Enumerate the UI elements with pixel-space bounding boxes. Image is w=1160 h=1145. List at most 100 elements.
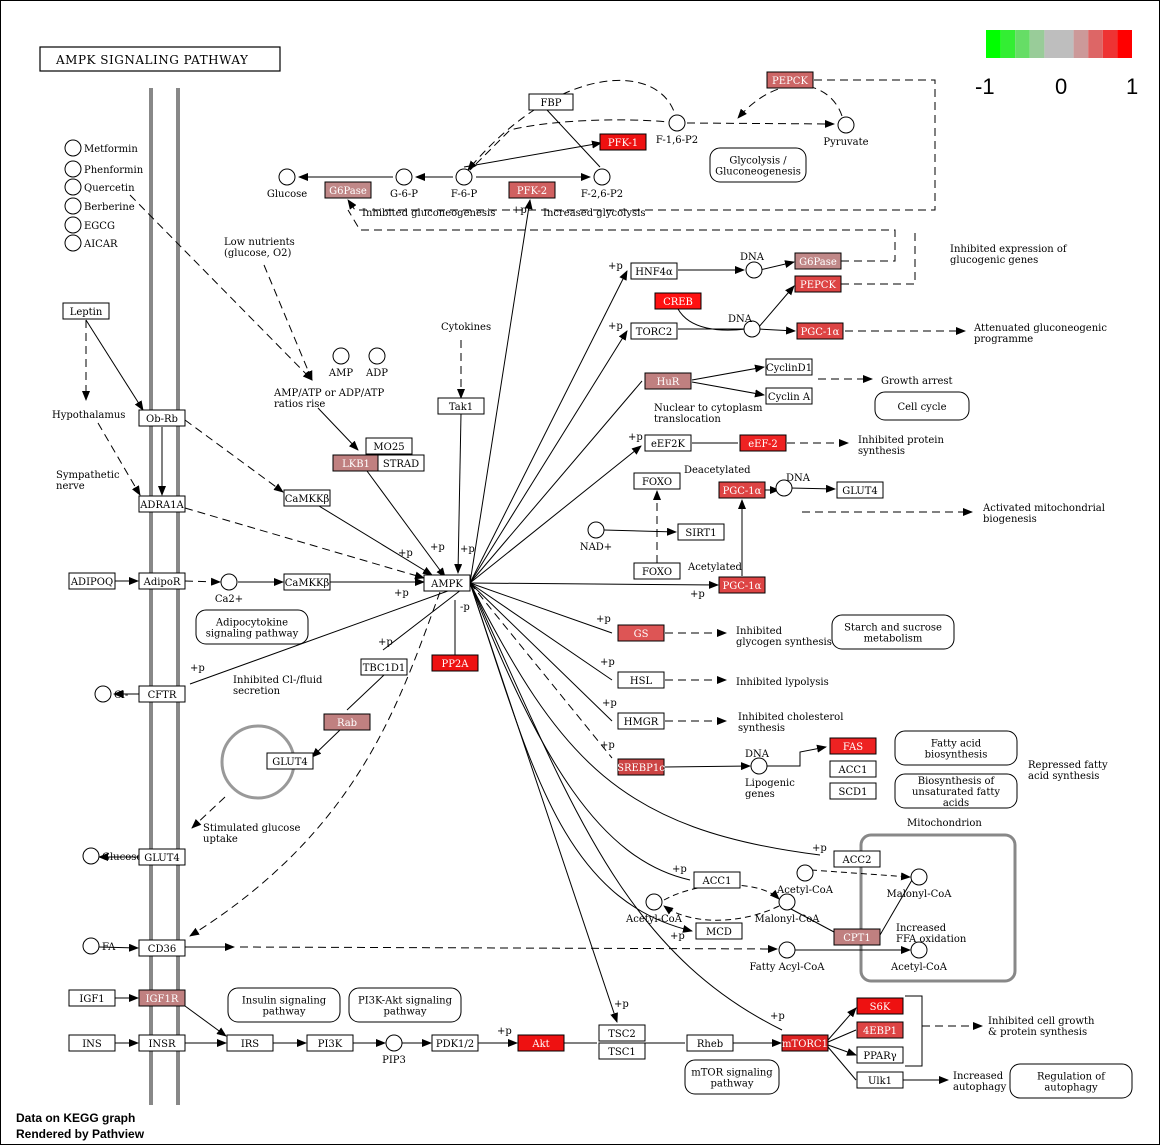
compound-aicar[interactable]: AICAR	[64, 234, 118, 252]
gene-node-strad[interactable]: STRAD	[377, 454, 425, 472]
gene-node-torc2[interactable]: TORC2	[630, 322, 678, 340]
gene-node-foxo[interactable]: FOXO	[633, 472, 681, 490]
gene-node-ppar[interactable]: PPARγ	[856, 1046, 904, 1064]
gene-node-hmgr[interactable]: HMGR	[617, 712, 665, 730]
gene-node-4ebp1[interactable]: 4EBP1	[856, 1021, 904, 1039]
compound-acetyl-coa[interactable]: Acetyl-CoA	[625, 893, 683, 925]
gene-node-igf1r[interactable]: IGF1R	[138, 989, 186, 1007]
gene-node-rheb[interactable]: Rheb	[686, 1034, 734, 1052]
gene-node-pgc-1[interactable]: PGC-1α	[718, 576, 766, 594]
compound-node-14[interactable]	[745, 261, 763, 279]
gene-node-acc1[interactable]: ACC1	[693, 871, 741, 889]
gene-node-creb[interactable]: CREB	[654, 292, 702, 310]
gene-node-lkb1[interactable]: LKB1	[332, 454, 380, 472]
gene-node-hsl[interactable]: HSL	[617, 671, 665, 689]
gene-node-mo25[interactable]: MO25	[365, 437, 413, 455]
compound-f-6-p[interactable]: F-6-P	[451, 168, 478, 200]
gene-node-glut4[interactable]: GLUT4	[138, 848, 186, 866]
gene-node-igf1[interactable]: IGF1	[68, 989, 116, 1007]
gene-node-acc2[interactable]: ACC2	[833, 850, 881, 868]
compound-node-16[interactable]	[775, 479, 793, 497]
compound-quercetin[interactable]: Quercetin	[64, 178, 135, 196]
gene-node-sirt1[interactable]: SIRT1	[677, 523, 725, 541]
compound-fa[interactable]: FA	[82, 937, 116, 955]
gene-node-g6pase[interactable]: G6Pase	[324, 181, 372, 199]
compound-amp[interactable]: AMP	[328, 347, 353, 379]
compound-glucose[interactable]: Glucose	[267, 168, 307, 200]
gene-node-fas[interactable]: FAS	[829, 737, 877, 755]
compound-g-6-p[interactable]: G-6-P	[390, 168, 418, 200]
gene-node-camkk[interactable]: CaMKKβ	[283, 573, 331, 591]
compound-malonyl-coa[interactable]: Malonyl-CoA	[755, 893, 821, 925]
gene-node-pdk1-2[interactable]: PDK1/2	[431, 1034, 479, 1052]
gene-node-gs[interactable]: GS	[617, 624, 665, 642]
gene-node-camkk[interactable]: CaMKKβ	[283, 489, 331, 507]
compound-berberine[interactable]: Berberine	[64, 197, 135, 215]
gene-node-pepck[interactable]: PEPCK	[794, 275, 842, 293]
gene-node-tbc1d1[interactable]: TBC1D1	[360, 658, 408, 676]
gene-node-glut4[interactable]: GLUT4	[266, 752, 314, 770]
gene-node-irs[interactable]: IRS	[226, 1034, 274, 1052]
gene-node-adipor[interactable]: AdipoR	[138, 572, 186, 590]
map-link-glycolysis-gluconeogenesis[interactable]: Glycolysis /Gluconeogenesis	[709, 147, 807, 183]
compound-egcg[interactable]: EGCG	[64, 216, 115, 234]
compound-cl[interactable]: Cl-	[94, 685, 128, 703]
compound-pyruvate[interactable]: Pyruvate	[823, 116, 869, 148]
compound-f-1-6-p2[interactable]: F-1,6-P2	[656, 114, 698, 146]
compound-f-2-6-p2[interactable]: F-2,6-P2	[581, 168, 623, 200]
map-link-cell-cycle[interactable]: Cell cycle	[874, 391, 970, 421]
gene-node-tsc1[interactable]: TSC1	[598, 1042, 646, 1060]
gene-node-pi3k[interactable]: PI3K	[306, 1034, 354, 1052]
gene-node-srebp1c[interactable]: SREBP1c	[617, 758, 665, 776]
gene-node-glut4[interactable]: GLUT4	[836, 481, 884, 499]
gene-node-cftr[interactable]: CFTR	[138, 685, 186, 703]
gene-node-tsc2[interactable]: TSC2	[598, 1024, 646, 1042]
gene-node-acc1[interactable]: ACC1	[829, 760, 877, 778]
gene-node-foxo[interactable]: FOXO	[633, 562, 681, 580]
gene-node-adipoq[interactable]: ADIPOQ	[68, 572, 116, 590]
gene-node-adra1a[interactable]: ADRA1A	[138, 495, 186, 513]
compound-malonyl-coa[interactable]: Malonyl-CoA	[887, 868, 953, 900]
gene-node-pp2a[interactable]: PP2A	[431, 654, 479, 672]
gene-node-eef-2[interactable]: eEF-2	[739, 434, 787, 452]
gene-node-scd1[interactable]: SCD1	[829, 782, 877, 800]
gene-node-pfk-2[interactable]: PFK-2	[508, 181, 556, 199]
gene-node-hur[interactable]: HuR	[644, 372, 692, 390]
compound-metformin[interactable]: Metformin	[64, 139, 138, 157]
gene-node-tak1[interactable]: Tak1	[437, 397, 485, 415]
compound-glucose[interactable]: Glucose	[82, 847, 142, 865]
gene-node-ins[interactable]: INS	[68, 1034, 116, 1052]
gene-node-ulk1[interactable]: Ulk1	[856, 1071, 904, 1089]
gene-node-hnf4[interactable]: HNF4α	[630, 262, 678, 280]
gene-node-leptin[interactable]: Leptin	[62, 302, 110, 320]
gene-node-mtorc1[interactable]: mTORC1	[781, 1034, 829, 1052]
gene-node-mcd[interactable]: MCD	[695, 922, 743, 940]
gene-node-insr[interactable]: INSR	[138, 1034, 186, 1052]
gene-node-pgc-1[interactable]: PGC-1α	[718, 481, 766, 499]
gene-node-ob-rb[interactable]: Ob-Rb	[138, 409, 186, 427]
compound-fatty-acyl-coa[interactable]: Fatty Acyl-CoA	[749, 941, 825, 973]
gene-node-g6pase[interactable]: G6Pase	[794, 252, 842, 270]
gene-node-eef2k[interactable]: eEF2K	[644, 434, 692, 452]
compound-phenformin[interactable]: Phenformin	[64, 160, 144, 178]
compound-adp[interactable]: ADP	[365, 347, 388, 379]
gene-node-cyclin-a[interactable]: Cyclin A	[765, 387, 813, 405]
compound-node-20[interactable]	[750, 757, 768, 775]
gene-node-akt[interactable]: Akt	[517, 1034, 565, 1052]
gene-node-s6k[interactable]: S6K	[856, 997, 904, 1015]
gene-node-cd36[interactable]: CD36	[138, 939, 186, 957]
compound-ca2[interactable]: Ca2+	[215, 573, 243, 605]
gene-node-pepck[interactable]: PEPCK	[766, 71, 814, 89]
gene-node-rab[interactable]: Rab	[323, 713, 371, 731]
gene-node-cpt1[interactable]: CPT1	[833, 928, 881, 946]
compound-node-15[interactable]	[743, 320, 761, 338]
compound-pip3[interactable]: PIP3	[382, 1034, 406, 1066]
